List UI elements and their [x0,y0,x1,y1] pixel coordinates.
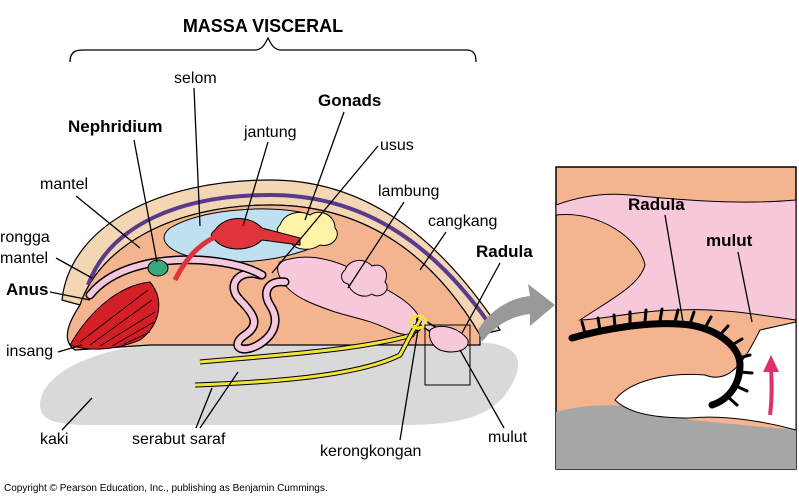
leader-usus [271,145,379,274]
leader-serabut-saraf-2 [199,371,239,429]
label-mulut: mulut [488,429,528,446]
mollusk-body [40,179,519,425]
nephridium [147,259,169,277]
label-serabut-saraf: serabut saraf [132,431,226,448]
label-rongga: rongga [0,229,50,246]
label-kerongkongan: kerongkongan [320,443,421,460]
rectum-inner [87,256,265,298]
leader-kaki [61,397,93,431]
zoom-arrow [478,284,555,342]
digestive-gland [341,260,388,297]
radula-teeth [580,307,754,407]
leader-jantung [242,141,269,227]
label-cangkang: cangkang [428,213,497,230]
label-selom: selom [174,70,217,87]
leader-lambung [347,201,405,289]
foot [40,342,519,425]
inset-mulut-leader [737,251,753,323]
label-rongga-mantel: mantel [0,250,48,267]
leader-anus [49,291,91,301]
label-radula: Radula [476,242,533,261]
leader-selom [193,87,201,227]
label-jantung: jantung [243,124,297,141]
label-insang: insang [6,343,53,360]
leader-serabut-saraf-1 [195,387,213,429]
label-lambung: lambung [378,183,439,200]
label-usus: usus [380,137,414,154]
diagram-title: MASSA VISCERAL [183,16,343,36]
aorta [172,229,229,282]
intestine-inner [231,270,288,353]
inset-pink-tongue [555,193,797,321]
leader-kerongkongan [399,329,419,441]
inset-gray-floor [556,405,796,469]
label-nephridium: Nephridium [68,117,162,136]
radula-inset [555,166,797,470]
leader-cangkang [419,231,447,271]
nerve-cord-lower-inner [194,324,418,387]
inset-label-radula: Radula [628,195,685,214]
labels: selom Gonads Nephridium jantung usus man… [0,70,753,494]
nerve-cord-upper-inner [199,319,422,364]
heart [210,218,301,250]
leader-nephridium [133,139,158,263]
inset-radula-leader [664,214,684,323]
leader-rongga-mantel [55,257,93,279]
inset-white-lip [614,321,797,431]
leader-mantel [75,195,141,249]
motion-arrow [768,367,774,416]
label-kaki: kaki [40,431,68,448]
inset-label-mulut: mulut [706,231,753,250]
motion-arrowhead [763,355,779,372]
leader-mulut [459,349,505,429]
copyright-notice: Copyright © Pearson Education, Inc., pub… [4,483,328,494]
label-gonads: Gonads [318,91,381,110]
leader-gonads [304,111,345,221]
label-mantel: mantel [40,176,88,193]
nerve-ring [408,314,428,330]
radula-ribbon [568,320,744,409]
visceral-mass-bracket [69,36,477,63]
leader-radula [461,262,501,334]
mantle-line [86,192,490,324]
leader-insang [57,344,83,353]
radula-zoom-box [424,324,471,386]
gill-filaments [79,289,156,347]
label-anus: Anus [6,280,49,299]
